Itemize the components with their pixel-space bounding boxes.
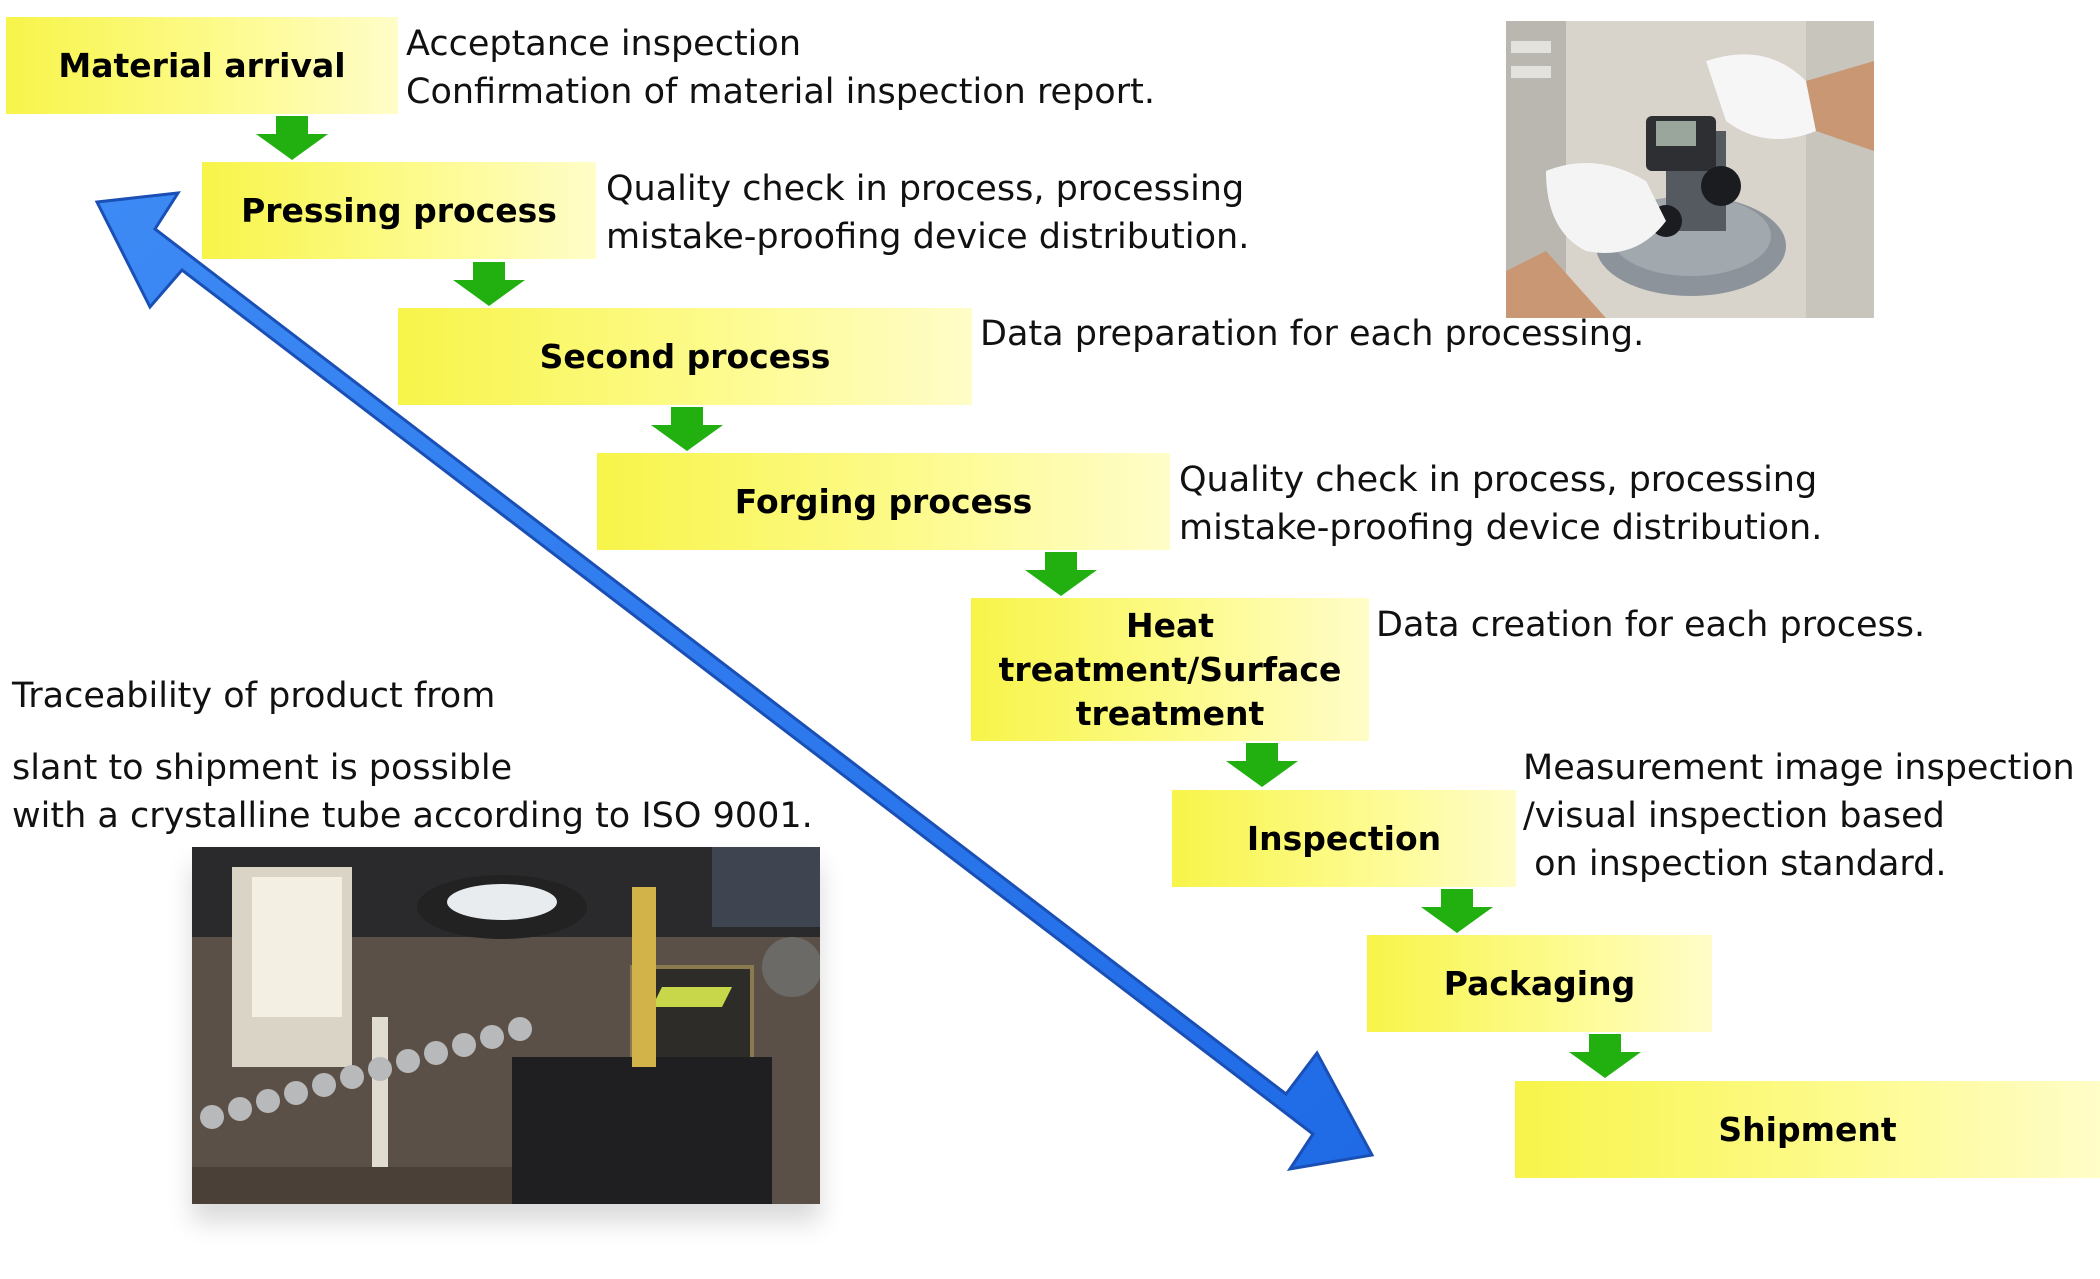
step-label: Heat treatment/Surface treatment xyxy=(998,605,1342,733)
flow-arrow-down-icon xyxy=(1226,743,1298,787)
flow-arrow-down-icon xyxy=(1421,889,1493,933)
step-shipment: Shipment xyxy=(1515,1081,2100,1178)
flow-arrow-down-icon xyxy=(453,262,525,306)
note-material-arrival: Acceptance inspection Confirmation of ma… xyxy=(406,20,1155,116)
traceability-line: with a crystalline tube according to ISO… xyxy=(12,796,813,836)
note-line: Confirmation of material inspection repo… xyxy=(406,72,1155,112)
step-label: Second process xyxy=(539,336,831,376)
double-arrow-shape xyxy=(94,191,1375,1172)
note-forging-process: Quality check in process, processing mis… xyxy=(1179,456,1822,552)
note-line: Measurement image inspection xyxy=(1523,748,2075,788)
step-label: Forging process xyxy=(734,481,1033,521)
note-second-process: Data preparation for each processing. xyxy=(980,310,1644,358)
note-line: Data creation for each process. xyxy=(1376,605,1926,645)
note-line: /visual inspection based xyxy=(1523,796,1945,836)
traceability-line: Traceability of product from xyxy=(12,676,496,716)
step-label: Inspection xyxy=(1246,818,1442,858)
flow-arrow-down-icon xyxy=(1569,1034,1641,1078)
note-line: Acceptance inspection xyxy=(406,24,801,64)
note-line: Quality check in process, processing xyxy=(606,169,1245,209)
step-inspection: Inspection xyxy=(1172,790,1516,887)
step-forging-process: Forging process xyxy=(597,453,1170,550)
note-line: mistake-proofing device distribution. xyxy=(1179,508,1823,548)
micrometer-inspection-photo xyxy=(1506,21,1874,318)
step-label: Packaging xyxy=(1443,963,1636,1003)
image-inspection-machine-photo xyxy=(192,847,820,1204)
flow-arrow-down-icon xyxy=(1025,552,1097,596)
flow-arrow-down-icon xyxy=(256,116,328,160)
note-line: Quality check in process, processing xyxy=(1179,460,1818,500)
step-material-arrival: Material arrival xyxy=(6,17,398,114)
note-line: on inspection standard. xyxy=(1523,844,1947,884)
flow-arrow-down-icon xyxy=(651,407,723,451)
step-packaging: Packaging xyxy=(1367,935,1712,1032)
step-label: Pressing process xyxy=(241,190,557,230)
step-second-process: Second process xyxy=(398,308,972,405)
traceability-line: slant to shipment is possible xyxy=(12,748,513,788)
step-pressing-process: Pressing process xyxy=(202,162,596,259)
step-label: Material arrival xyxy=(58,45,346,85)
traceability-text: Traceability of product from slant to sh… xyxy=(12,672,813,840)
note-line: mistake-proofing device distribution. xyxy=(606,217,1250,257)
note-heat-treatment: Data creation for each process. xyxy=(1376,601,1925,649)
step-heat-surface-treatment: Heat treatment/Surface treatment xyxy=(971,598,1369,741)
note-line: Data preparation for each processing. xyxy=(980,314,1645,354)
step-label: Shipment xyxy=(1718,1109,1897,1149)
note-inspection: Measurement image inspection /visual ins… xyxy=(1523,744,2075,888)
note-pressing-process: Quality check in process, processing mis… xyxy=(606,165,1249,261)
